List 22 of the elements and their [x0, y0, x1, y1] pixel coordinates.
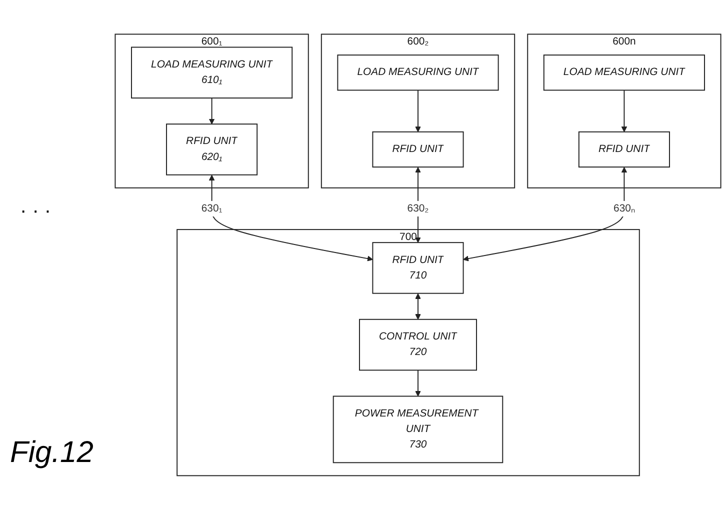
edge-label: 630₂	[407, 202, 429, 214]
ellipsis-mark: · · ·	[20, 200, 52, 223]
node-box: LOAD MEASURING UNIT	[337, 54, 499, 91]
node-box: LOAD MEASURING UNIT	[543, 54, 705, 91]
node-box: POWER MEASUREMENT UNIT 730	[332, 396, 504, 464]
node-box: RFID UNIT	[372, 131, 464, 168]
node-box: RFID UNIT 710	[372, 242, 464, 294]
arrow	[463, 167, 628, 262]
arrow	[208, 174, 373, 262]
arrow	[415, 90, 421, 132]
edge-label: 630₁	[201, 202, 222, 214]
node-box: RFID UNIT 620₁	[166, 124, 258, 176]
arrow	[208, 98, 215, 124]
edge-label: 630ₙ	[614, 202, 635, 214]
node-box: CONTROL UNIT 720	[359, 318, 477, 371]
arrow	[415, 293, 421, 320]
node-box: RFID UNIT	[578, 131, 670, 168]
arrow	[415, 370, 421, 397]
arrow	[621, 90, 628, 132]
node-box: LOAD MEASURING UNIT 610₁	[131, 46, 293, 99]
arrow	[415, 167, 421, 243]
figure-caption: Fig.12	[10, 436, 94, 470]
